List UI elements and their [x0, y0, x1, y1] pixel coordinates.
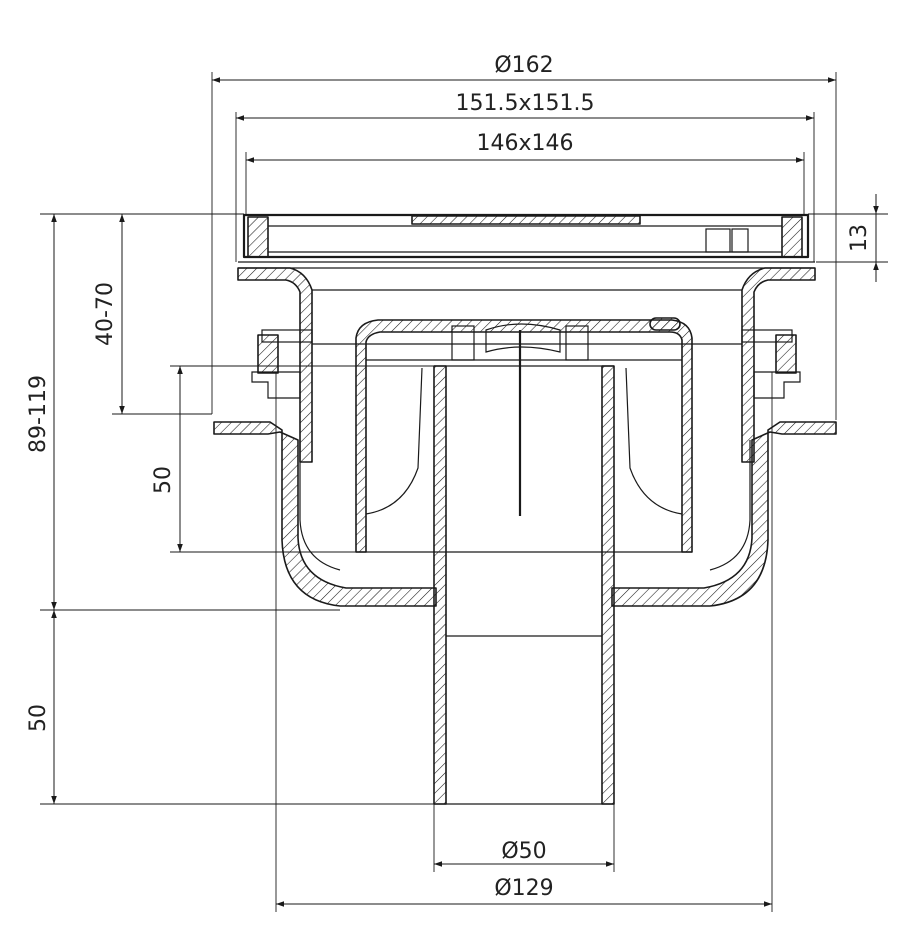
- label-inner-depth: 50: [151, 466, 176, 494]
- dimension-labels: Ø162 151.5x151.5 146x146 13 40-70 50 89-…: [26, 53, 872, 901]
- label-frame-inner: 146x146: [476, 131, 573, 156]
- label-adjust-range: 40-70: [93, 282, 118, 346]
- label-outlet-diameter: Ø50: [501, 839, 546, 864]
- label-top-diameter: Ø162: [494, 53, 553, 78]
- label-total-height: 89-119: [26, 375, 51, 453]
- trap-insert: [355, 317, 693, 553]
- label-outlet-length: 50: [26, 704, 51, 732]
- label-flange-diameter: Ø129: [494, 876, 553, 901]
- label-frame-outer: 151.5x151.5: [456, 91, 595, 116]
- clamp-ring: [251, 329, 801, 399]
- dimension-lines: [51, 77, 879, 907]
- label-frame-height: 13: [847, 224, 872, 252]
- grate-frame: [238, 213, 815, 269]
- outlet-pipe: [433, 365, 615, 805]
- upper-sleeve: [237, 267, 816, 463]
- extension-lines: [40, 72, 888, 912]
